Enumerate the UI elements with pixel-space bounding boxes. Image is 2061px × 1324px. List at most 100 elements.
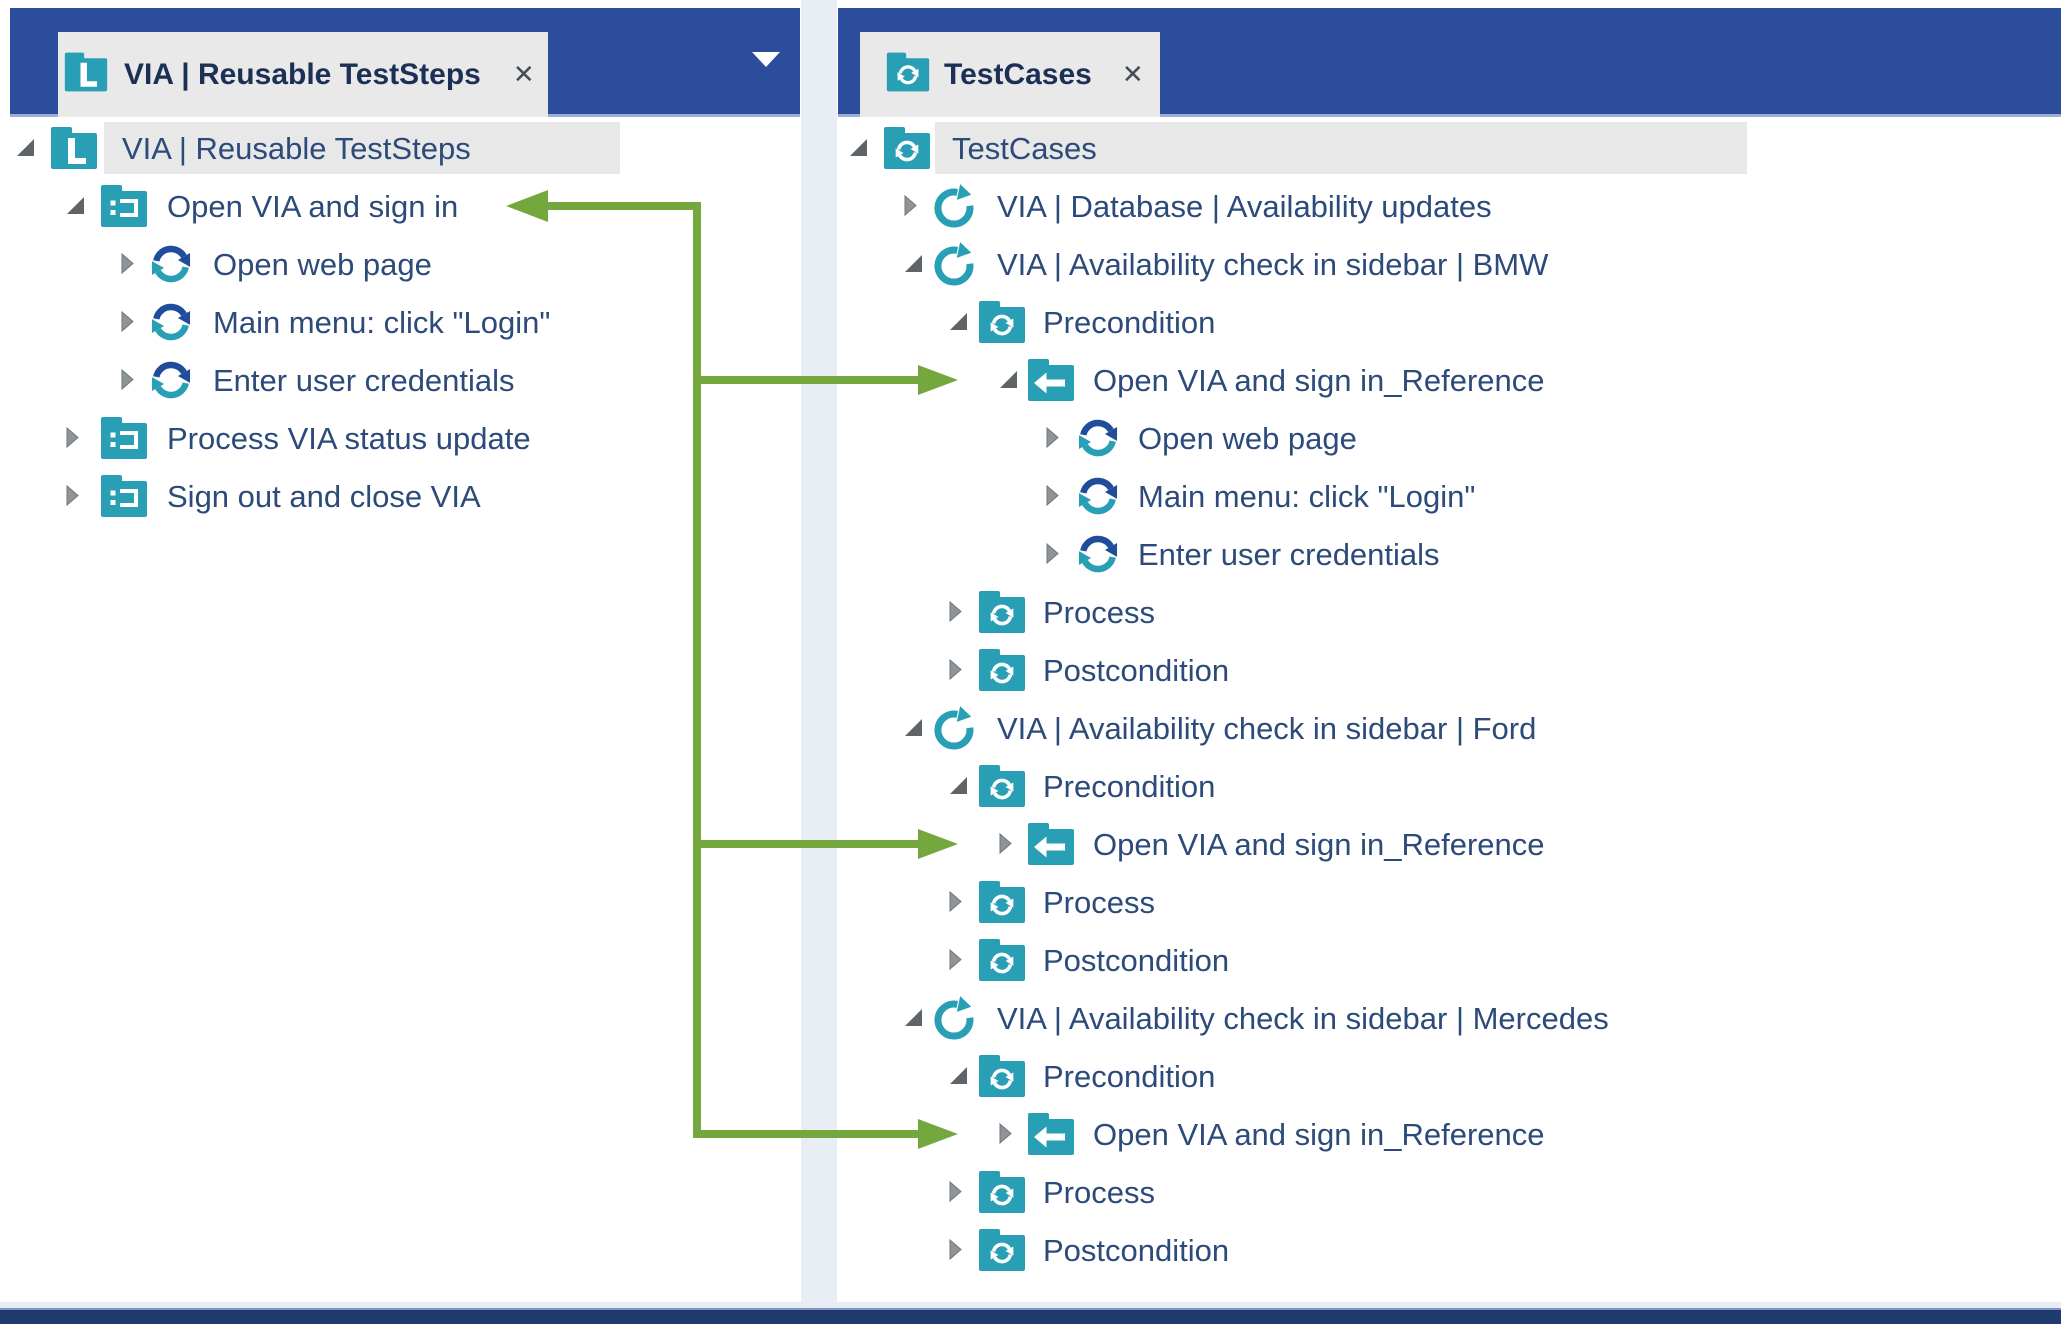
left-tree-row[interactable]: Enter user credentials: [0, 354, 2061, 406]
right-tree-row[interactable]: Open web page: [0, 412, 2061, 464]
right-tree-row[interactable]: Process: [0, 876, 2061, 928]
left-tree-row[interactable]: Process VIA status update: [0, 412, 2061, 464]
selected-row-highlight: [935, 122, 1747, 174]
node-label: Open web page: [1138, 421, 1357, 456]
testcase-icon: [930, 182, 978, 235]
tab-reusable-teststeps[interactable]: VIA | Reusable TestSteps ✕: [58, 32, 548, 117]
left-tree-row[interactable]: VIA | Reusable TestSteps: [0, 122, 2061, 174]
collapse-toggle-icon[interactable]: [903, 253, 924, 279]
left-tree-row[interactable]: Open VIA and sign in: [0, 180, 2061, 232]
expand-toggle-icon[interactable]: [120, 368, 135, 396]
node-label: VIA | Reusable TestSteps: [122, 131, 471, 166]
status-area: [0, 1302, 2061, 1308]
node-label: Process: [1043, 1175, 1155, 1210]
testcase-folder-icon: [976, 587, 1028, 642]
expand-toggle-icon[interactable]: [948, 890, 963, 918]
right-tree-row[interactable]: VIA | Availability check in sidebar | BM…: [0, 238, 2061, 290]
right-tree-row[interactable]: Open VIA and sign in_Reference: [0, 818, 2061, 870]
reference-folder-icon: [1025, 355, 1077, 410]
node-label: TestCases: [952, 131, 1097, 166]
collapse-toggle-icon[interactable]: [903, 1007, 924, 1033]
right-tree-row[interactable]: Process: [0, 586, 2061, 638]
testcase-folder-icon: [976, 877, 1028, 932]
expand-toggle-icon[interactable]: [948, 658, 963, 686]
node-label: Process: [1043, 885, 1155, 920]
expand-toggle-icon[interactable]: [1045, 484, 1060, 512]
link-arrowhead-target: [918, 829, 958, 859]
node-label: Open web page: [213, 247, 432, 282]
right-tree-row[interactable]: Postcondition: [0, 1224, 2061, 1276]
right-tree-row[interactable]: Process: [0, 1166, 2061, 1218]
right-tree-row[interactable]: Precondition: [0, 296, 2061, 348]
right-tree-row[interactable]: Precondition: [0, 1050, 2061, 1102]
tab-list-dropdown-icon[interactable]: [752, 52, 780, 67]
right-tree-row[interactable]: Postcondition: [0, 934, 2061, 986]
right-tree-row[interactable]: Precondition: [0, 760, 2061, 812]
left-tree-row[interactable]: Sign out and close VIA: [0, 470, 2061, 522]
node-label: VIA | Availability check in sidebar | Fo…: [997, 711, 1537, 746]
collapse-toggle-icon[interactable]: [903, 717, 924, 743]
right-tree-row[interactable]: Open VIA and sign in_Reference: [0, 1108, 2061, 1160]
panel-splitter[interactable]: [801, 0, 837, 1302]
teststep-sync-icon: [1075, 531, 1121, 582]
expand-toggle-icon[interactable]: [948, 1180, 963, 1208]
right-tree-row[interactable]: VIA | Availability check in sidebar | Fo…: [0, 702, 2061, 754]
collapse-toggle-icon[interactable]: [65, 195, 86, 221]
right-tree-row[interactable]: VIA | Availability check in sidebar | Me…: [0, 992, 2061, 1044]
expand-toggle-icon[interactable]: [1045, 542, 1060, 570]
testcases-folder-icon: [884, 49, 932, 100]
expand-toggle-icon[interactable]: [998, 832, 1013, 860]
right-tree-row[interactable]: Main menu: click "Login": [0, 470, 2061, 522]
testcase-folder-icon: [976, 297, 1028, 352]
collapse-toggle-icon[interactable]: [948, 1065, 969, 1091]
collapse-toggle-icon[interactable]: [848, 137, 869, 163]
expand-toggle-icon[interactable]: [948, 948, 963, 976]
teststep-sync-icon: [1075, 415, 1121, 466]
collapse-toggle-icon[interactable]: [15, 137, 36, 163]
link-arrowhead-source: [506, 190, 548, 222]
node-label: Precondition: [1043, 1059, 1216, 1094]
expand-toggle-icon[interactable]: [948, 1238, 963, 1266]
expand-toggle-icon[interactable]: [120, 252, 135, 280]
link-line-branch: [693, 1130, 922, 1138]
right-tree-row[interactable]: Open VIA and sign in_Reference: [0, 354, 2061, 406]
right-tree-row[interactable]: Postcondition: [0, 644, 2061, 696]
collapse-toggle-icon[interactable]: [948, 311, 969, 337]
node-label: Open VIA and sign in_Reference: [1093, 827, 1545, 862]
expand-toggle-icon[interactable]: [903, 194, 918, 222]
tab-title: TestCases: [944, 57, 1092, 91]
bottom-bar: [0, 1308, 2061, 1324]
library-folder-icon: [62, 49, 110, 100]
expand-toggle-icon[interactable]: [65, 426, 80, 454]
teststep-folder-icon: [98, 181, 150, 236]
teststep-folder-icon: [98, 471, 150, 526]
node-label: VIA | Availability check in sidebar | BM…: [997, 247, 1549, 282]
left-tree-row[interactable]: Open web page: [0, 238, 2061, 290]
right-tree-row[interactable]: TestCases: [0, 122, 2061, 174]
close-tab-icon[interactable]: ✕: [1121, 59, 1144, 89]
expand-toggle-icon[interactable]: [1045, 426, 1060, 454]
node-label: Main menu: click "Login": [213, 305, 551, 340]
tab-testcases[interactable]: TestCases ✕: [860, 32, 1160, 117]
close-tab-icon[interactable]: ✕: [512, 59, 535, 89]
expand-toggle-icon[interactable]: [948, 600, 963, 628]
testcase-folder-icon: [976, 1167, 1028, 1222]
node-label: VIA | Availability check in sidebar | Me…: [997, 1001, 1609, 1036]
link-line-vertical: [693, 202, 701, 1138]
node-label: Main menu: click "Login": [1138, 479, 1476, 514]
node-label: Process VIA status update: [167, 421, 531, 456]
collapse-toggle-icon[interactable]: [948, 775, 969, 801]
link-line-branch: [693, 376, 922, 384]
link-arrowhead-target: [918, 365, 958, 395]
expand-toggle-icon[interactable]: [998, 1122, 1013, 1150]
link-line-branch: [693, 840, 922, 848]
collapse-toggle-icon[interactable]: [998, 369, 1019, 395]
left-tree-row[interactable]: Main menu: click "Login": [0, 296, 2061, 348]
expand-toggle-icon[interactable]: [65, 484, 80, 512]
expand-toggle-icon[interactable]: [120, 310, 135, 338]
right-tree-row[interactable]: VIA | Database | Availability updates: [0, 180, 2061, 232]
node-label: Sign out and close VIA: [167, 479, 481, 514]
right-tree-row[interactable]: Enter user credentials: [0, 528, 2061, 580]
testcase-folder-icon: [976, 1225, 1028, 1280]
